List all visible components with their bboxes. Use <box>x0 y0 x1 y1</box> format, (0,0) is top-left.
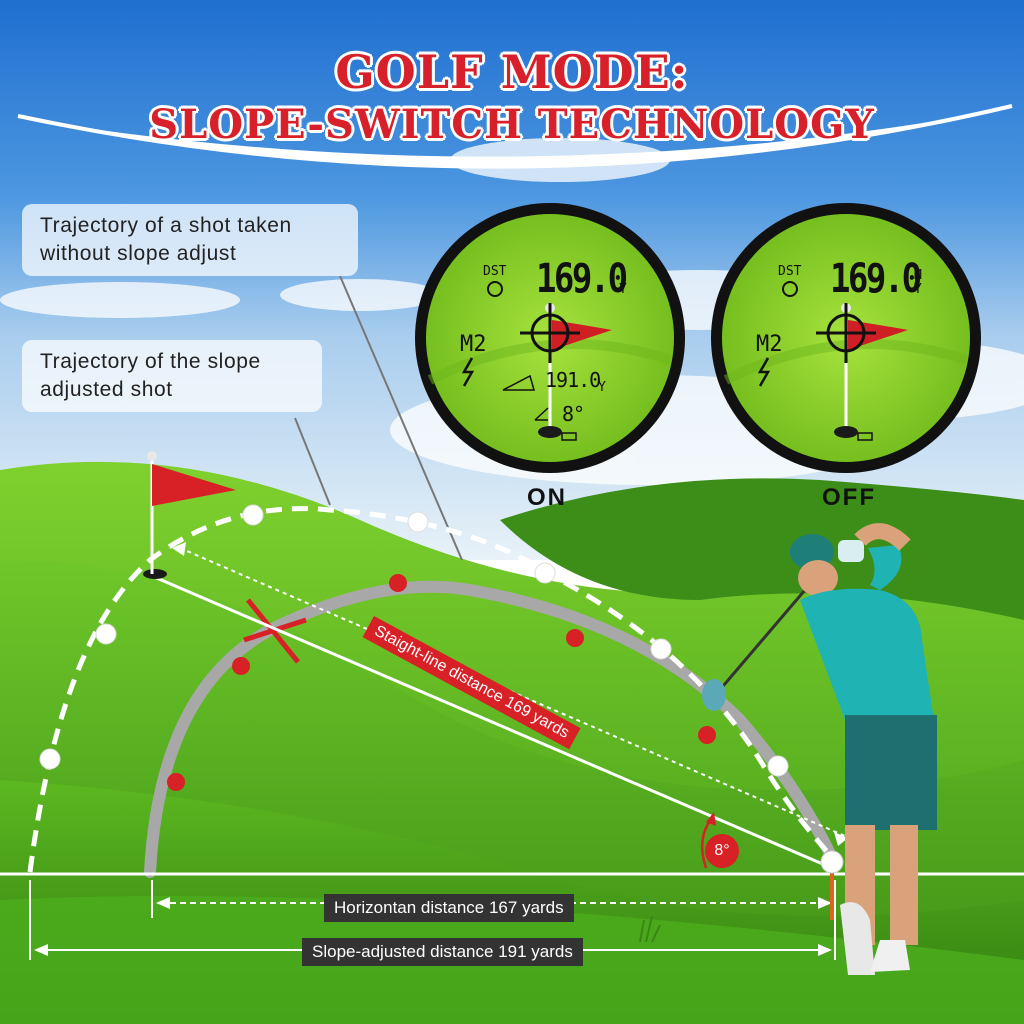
trajectory-balls <box>39 504 789 777</box>
angle-badge: 8° <box>705 834 739 868</box>
callout-pointer-1 <box>339 275 463 561</box>
scope-off-mode: M2 <box>756 332 783 357</box>
scope-off-unit: Y <box>914 282 922 297</box>
scope-on-label: ON <box>527 484 567 511</box>
callout-no-slope: Trajectory of a shot taken without slope… <box>22 204 358 276</box>
callout-slope: Trajectory of the slope adjusted shot <box>22 340 322 412</box>
scope-off-unit-m: M <box>914 268 922 283</box>
scope-on-distance: 169.0 <box>536 256 628 302</box>
scope-on <box>415 203 685 473</box>
scope-on-dst-label: DST <box>483 264 507 279</box>
scope-on-angle: 8° <box>562 402 585 426</box>
flag <box>143 451 236 579</box>
horizontal-distance-label: Horizontan distance 167 yards <box>324 894 574 922</box>
scope-on-mode: M2 <box>460 332 487 357</box>
tee-ball <box>820 850 844 920</box>
callout-pointer-2 <box>294 417 331 506</box>
scope-off-dst-label: DST <box>778 264 802 279</box>
slope-adjusted-distance-label: Slope-adjusted distance 191 yards <box>302 938 583 966</box>
page-subtitle: SLOPE-SWITCH TECHNOLOGY <box>149 101 875 148</box>
slope-markers <box>167 574 716 791</box>
scope-on-slope-unit: Y <box>598 380 606 395</box>
scope-off-distance: 169.0 <box>830 256 922 302</box>
no-slope-trajectory <box>27 506 832 873</box>
slope-adjusted-trajectory <box>144 580 838 878</box>
scope-on-slope-distance: 191.0 <box>545 368 601 392</box>
scope-off <box>711 203 981 473</box>
hill-right <box>500 478 1024 620</box>
scope-on-unit: Y <box>619 282 627 297</box>
title-swoosh <box>20 108 1010 167</box>
straight-line-distance <box>151 574 833 870</box>
scope-off-label: OFF <box>822 484 876 511</box>
page-title: GOLF MODE: <box>335 45 689 99</box>
golfer-figure <box>702 523 937 975</box>
